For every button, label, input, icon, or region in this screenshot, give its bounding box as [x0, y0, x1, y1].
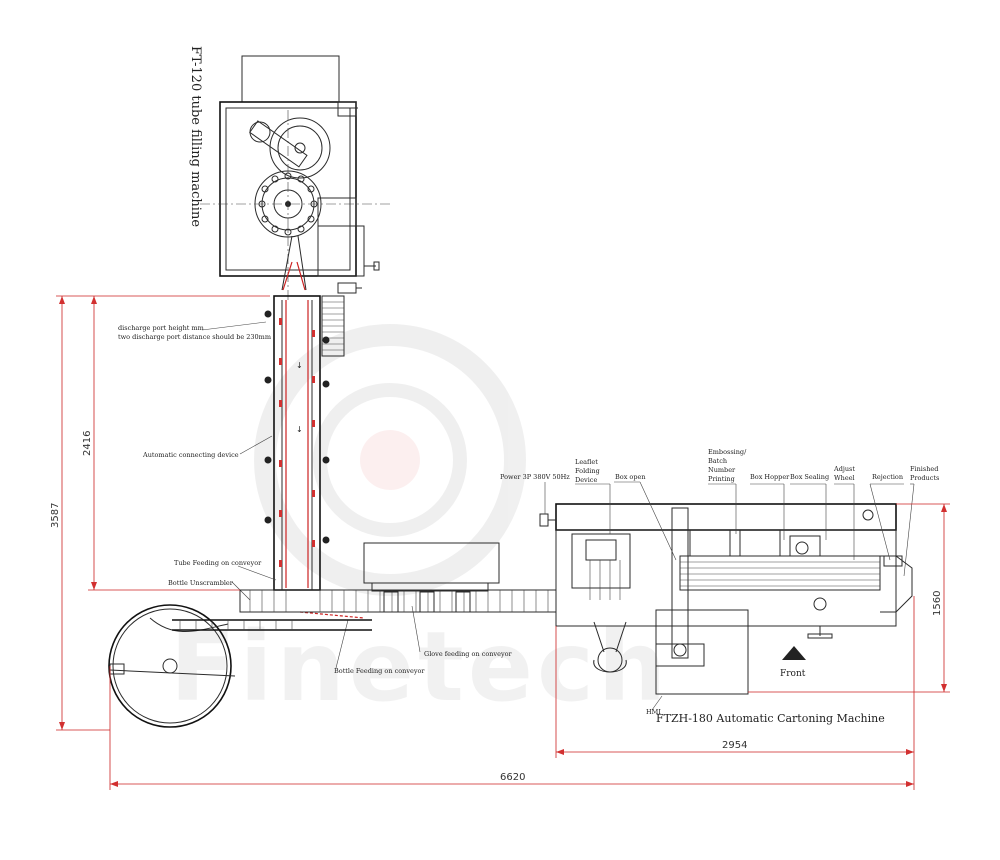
label-box-open: Box open — [615, 473, 646, 481]
label-hmi: HMI — [646, 708, 661, 716]
label-power: Power 3P 380V 50Hz — [500, 473, 570, 481]
cartoning-leaders — [544, 481, 915, 577]
automatic-connecting-conveyor: ↓ ↓ — [264, 295, 330, 591]
label-front: Front — [780, 669, 806, 679]
bottle-unscrambler — [108, 604, 372, 728]
main-conveyor — [239, 542, 557, 613]
svg-text:Wheel: Wheel — [834, 474, 855, 482]
label-discharge-height: discharge port height mm — [118, 324, 204, 332]
dimension-lines — [56, 295, 950, 790]
dim-2954: 2954 — [722, 740, 747, 751]
dim-2416: 2416 — [82, 431, 93, 456]
dim-6620: 6620 — [500, 772, 525, 783]
label-glove-feeding: Glove feeding on conveyor — [424, 650, 513, 658]
label-finished-products: Finished Products — [910, 465, 939, 482]
svg-text:Printing: Printing — [708, 475, 735, 483]
label-leaflet: Leaflet Folding Device — [575, 458, 600, 484]
svg-text:Adjust: Adjust — [833, 465, 855, 473]
svg-text:Embossing/: Embossing/ — [708, 448, 747, 456]
svg-text:Products: Products — [910, 474, 939, 482]
svg-text:Leaflet: Leaflet — [575, 458, 598, 466]
label-box-hopper: Box Hopper — [750, 473, 790, 481]
label-adjust-wheel: Adjust Wheel — [833, 465, 855, 482]
label-box-sealing: Box Sealing — [790, 473, 829, 481]
dim-3587: 3587 — [50, 503, 61, 528]
tube-machine-title: FT-120 tube filling machine — [188, 46, 203, 227]
label-discharge-distance: two discharge port distance should be 23… — [118, 333, 271, 341]
svg-text:Folding: Folding — [575, 467, 600, 475]
label-auto-connect: Automatic connecting device — [142, 451, 239, 459]
cartoning-machine — [539, 503, 913, 711]
svg-text:↓: ↓ — [296, 361, 303, 370]
svg-text:Device: Device — [575, 476, 597, 484]
svg-text:↓: ↓ — [296, 425, 303, 434]
label-rejection: Rejection — [872, 473, 903, 481]
svg-text:Finished: Finished — [910, 465, 938, 473]
label-tube-feeding: Tube Feeding on conveyor — [174, 559, 262, 567]
label-bottle-feeding: Bottle Feeding on conveyor — [334, 667, 425, 675]
tube-filling-machine — [200, 55, 390, 357]
svg-text:Number: Number — [708, 466, 736, 474]
watermark-gear — [254, 324, 526, 596]
svg-text:Batch: Batch — [708, 457, 727, 465]
label-bottle-unscrambler: Bottle Unscrambler — [168, 579, 234, 587]
cartoning-machine-title: FTZH-180 Automatic Cartoning Machine — [656, 712, 885, 725]
label-embossing: Embossing/ Batch Number Printing — [708, 448, 747, 483]
leader-lines — [201, 321, 421, 669]
dim-1560: 1560 — [932, 591, 943, 616]
front-arrow-icon — [782, 646, 806, 660]
